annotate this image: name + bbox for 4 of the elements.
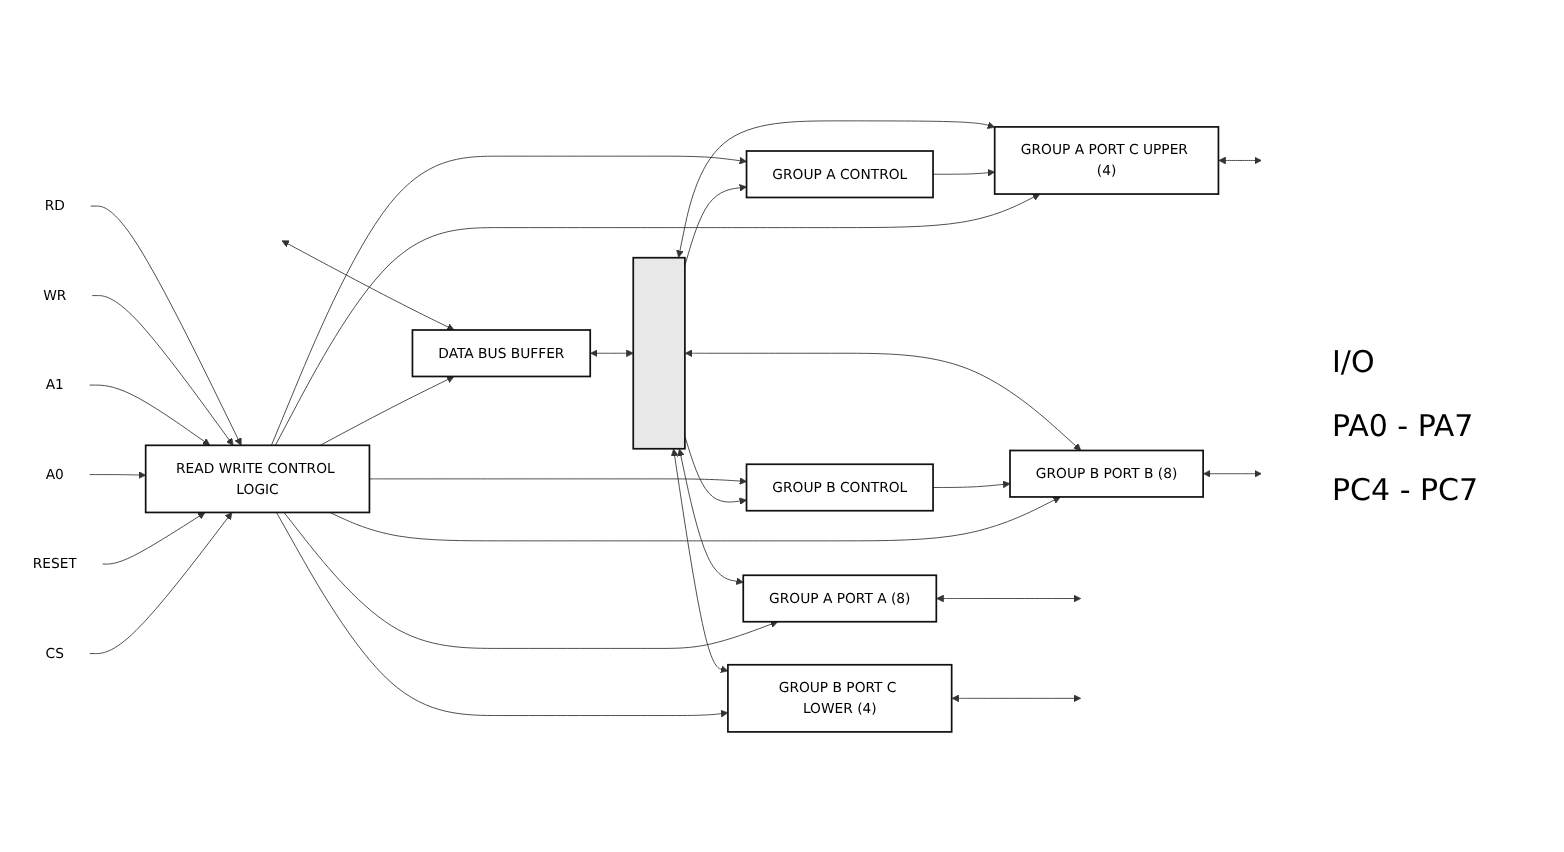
pin-label: PA0 - PA7 — [1332, 408, 1476, 444]
pin-label: I/O — [1332, 344, 1377, 380]
pin-label: PC4 - PC7 — [1332, 472, 1481, 508]
node-bar — [632, 256, 686, 450]
